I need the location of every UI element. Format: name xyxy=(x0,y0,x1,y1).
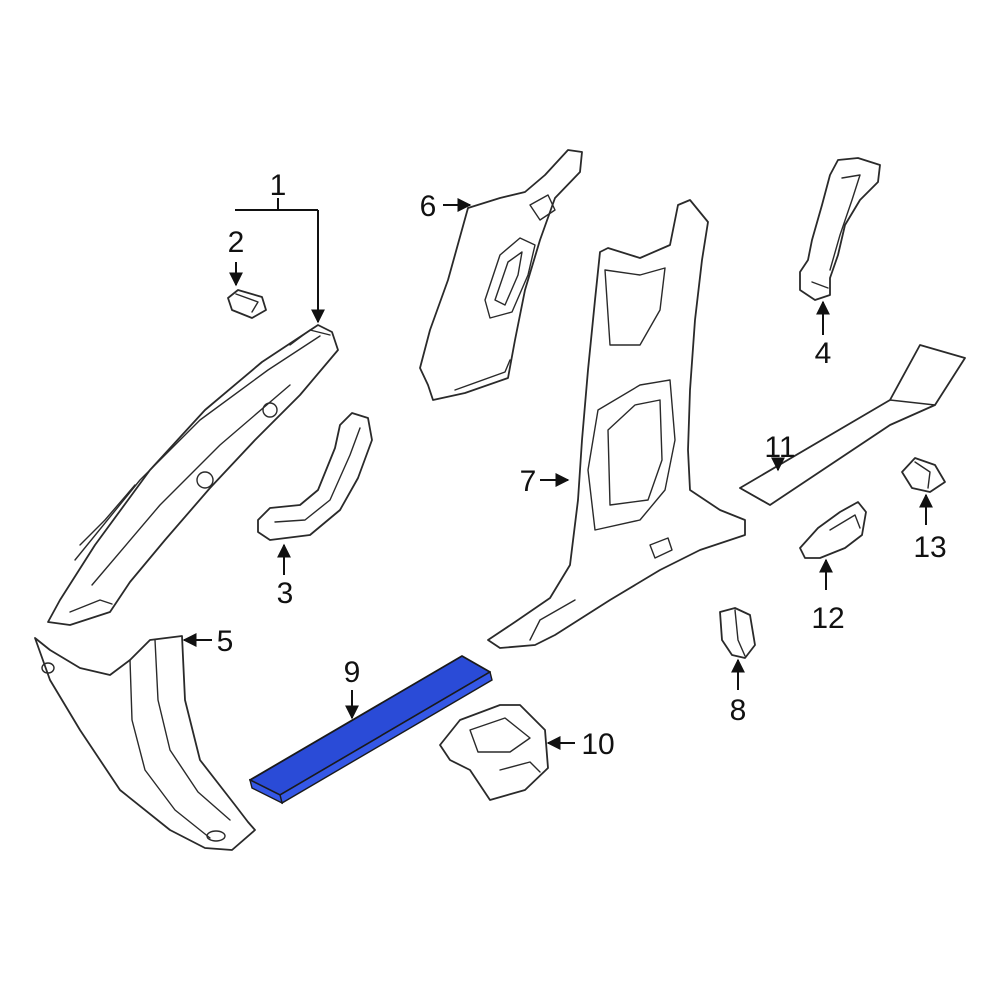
part-4-grab-handle[interactable] xyxy=(799,157,881,301)
callout-7: 7 xyxy=(520,465,537,498)
part-6-upper-pillar-trim[interactable] xyxy=(419,149,583,401)
part-11-scuff-plate[interactable] xyxy=(739,344,966,506)
callout-10: 10 xyxy=(581,728,614,761)
part-10-bracket-cover[interactable] xyxy=(439,704,549,801)
callout-labels: 1 2 3 4 5 6 7 8 9 10 11 12 13 xyxy=(217,169,947,761)
callout-2: 2 xyxy=(228,226,245,259)
callout-5: 5 xyxy=(217,625,234,658)
part-1-front-pillar-trim[interactable] xyxy=(47,324,339,626)
callout-13: 13 xyxy=(913,531,946,564)
part-2-clip[interactable] xyxy=(227,289,267,319)
callout-3: 3 xyxy=(277,577,294,610)
callout-12: 12 xyxy=(811,602,844,635)
callout-8: 8 xyxy=(730,694,747,727)
part-5-kick-panel[interactable] xyxy=(34,635,256,851)
callout-6: 6 xyxy=(420,190,437,223)
part-8-cap[interactable] xyxy=(719,607,756,659)
callout-1: 1 xyxy=(270,169,287,202)
part-3-grab-handle[interactable] xyxy=(257,412,373,541)
part-13-clip[interactable] xyxy=(901,457,946,493)
leader-lines xyxy=(182,198,933,750)
callout-11: 11 xyxy=(764,431,795,464)
part-12-clip[interactable] xyxy=(799,501,867,559)
callout-4: 4 xyxy=(815,337,832,370)
part-9-sill-plate[interactable] xyxy=(248,655,493,805)
callout-9: 9 xyxy=(344,656,361,689)
part-7-center-pillar-trim[interactable] xyxy=(487,199,746,649)
